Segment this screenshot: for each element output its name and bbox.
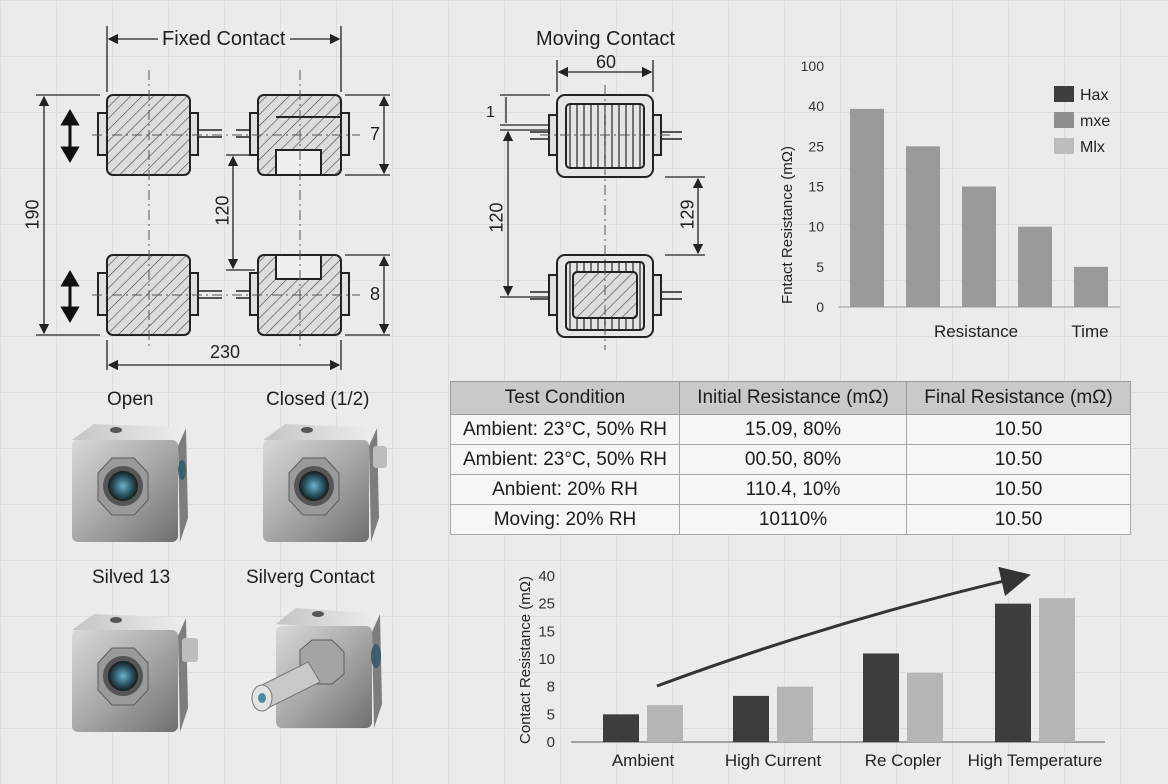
chart1-y-tick: 10 [808,219,824,235]
legend-label: mxe [1080,113,1110,130]
contact-photo-open [72,424,188,542]
chart2-category-label: Re Copler [865,751,942,770]
chart2-category-label: High Current [725,751,822,770]
table-row: Ambient: 23°C, 50% RH 15.09, 80% 10.50 [450,414,1131,445]
dim-moving-small: 1 [486,104,495,121]
chart1-xlabel-time: Time [1071,322,1108,341]
table-header: Test Condition [450,381,680,415]
technical-drawing [36,26,705,370]
moving-contact-title: Moving Contact [536,28,675,50]
dim-moving-right: 129 [677,199,698,230]
chart2-category-label: High Temperature [968,751,1103,770]
table-row: Moving: 20% RH 10110% 10.50 [450,504,1131,535]
chart1-bar [1018,226,1052,307]
legend-swatch [1054,138,1074,154]
chart2-bar [733,695,769,742]
table-cell: 10.50 [906,414,1131,445]
chart2-bar [907,672,943,742]
chart2-y-tick: 40 [538,568,555,585]
dim-moving-gap: 120 [486,202,507,233]
table-cell: 15.09, 80% [679,414,907,445]
contact-photo-silved [72,614,198,732]
chart2-y-tick: 25 [538,596,555,613]
chart1-bar [906,146,940,307]
chart1-y-tick: 0 [816,299,824,315]
fixed-contact-title: Fixed Contact [162,28,286,50]
dim-moving-width: 60 [596,52,617,72]
chart2-y-tick: 8 [547,679,555,696]
chart1-y-tick: 15 [808,179,824,195]
photo-label-silved: Silved 13 [92,567,171,588]
chart2-bar [777,686,813,742]
chart1-y-tick: 100 [801,58,825,74]
chart2-bar [603,714,639,742]
dim-fixed-bottom-right: 8 [370,284,381,304]
resistance-bar-chart: Fntact Resistance (mΩ) 0 5 10 15 25 40 100 Hax… [779,58,1120,341]
table-cell: 10110% [679,504,907,535]
chart2-y-tick: 0 [547,734,555,751]
table-cell: Anbient: 20% RH [450,474,680,505]
table-header-row: Test Condition Initial Resistance (mΩ) F… [450,381,1131,415]
motion-arrow-icon [60,109,80,323]
resistance-table: Test Condition Initial Resistance (mΩ) F… [450,381,1131,535]
contact-resistance-chart: Contact Resistance (mΩ) 0 5 8 10 15 25 40 Ambi… [517,566,1105,770]
table-cell: 10.50 [906,504,1131,535]
dim-fixed-height: 190 [22,199,43,230]
chart2-bar [1039,598,1075,742]
table-cell: 10.50 [906,444,1131,475]
table-cell: Ambient: 23°C, 50% RH [450,414,680,445]
legend-swatch [1054,112,1074,128]
moving-contact-bottom [548,254,662,338]
chart1-y-tick: 5 [816,259,824,275]
chart2-bar [995,603,1031,742]
chart2-y-tick: 5 [547,706,555,723]
trend-arrow [656,566,1031,688]
chart1-bar [1074,266,1108,307]
chart1-y-tick: 40 [808,98,824,114]
table-cell: 10.50 [906,474,1131,505]
chart2-ylabel: Contact Resistance (mΩ) [517,576,534,744]
table-row: Ambient: 23°C, 50% RH 00.50, 80% 10.50 [450,444,1131,475]
table-header: Initial Resistance (mΩ) [679,381,907,415]
photo-label-open: Open [107,389,154,410]
photo-label-closed: Closed (1/2) [266,389,370,410]
legend-label: Hax [1080,87,1108,104]
chart2-bar [863,653,899,742]
photo-label-silvery: Silverg Contact [246,567,375,588]
chart1-ylabel: Fntact Resistance (mΩ) [779,146,796,304]
contact-photo-closed [263,424,387,542]
chart2-bar [647,705,683,742]
chart1-bar [850,108,884,307]
moving-contact-top [548,94,662,178]
contact-photo-silvery [251,608,382,728]
table-cell: 110.4, 10% [679,474,907,505]
chart2-category-label: Ambient [612,751,675,770]
legend-swatch [1054,86,1074,102]
dim-fixed-top-right: 7 [370,124,381,144]
legend-label: Mlx [1080,139,1105,156]
table-row: Anbient: 20% RH 110.4, 10% 10.50 [450,474,1131,505]
chart2-y-tick: 15 [538,623,555,640]
table-cell: Ambient: 23°C, 50% RH [450,444,680,475]
chart1-bar [962,186,996,307]
dim-fixed-width: 230 [210,342,241,362]
chart1-xlabel-resistance: Resistance [934,322,1018,341]
table-cell: Moving: 20% RH [450,504,680,535]
table-header: Final Resistance (mΩ) [906,381,1131,415]
chart2-y-tick: 10 [538,651,555,668]
dim-fixed-gap: 120 [212,195,233,226]
table-cell: 00.50, 80% [679,444,907,475]
chart1-y-tick: 25 [808,138,824,154]
